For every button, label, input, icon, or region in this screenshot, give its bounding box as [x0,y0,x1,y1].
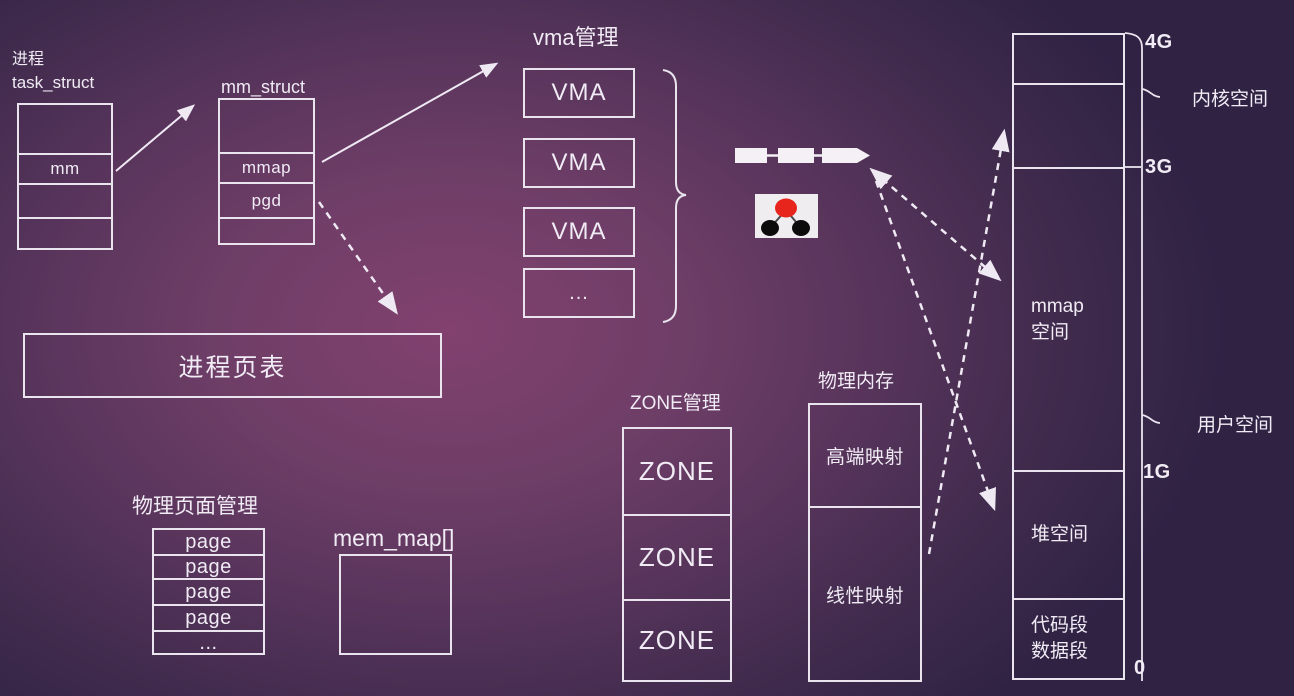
vma-box: VMA [523,207,635,257]
label-0: 0 [1134,657,1146,679]
zone-row: ZONE [624,514,730,599]
label-4g: 4G [1145,31,1173,53]
physical-memory-box: 高端映射 线性映射 [808,403,922,682]
page-row: page [154,578,263,604]
mmap-space-section: mmap 空间 [1014,167,1123,470]
page-row: page [185,531,232,553]
mm-struct-label: mm_struct [221,77,306,97]
kernel-top-section [1014,35,1123,83]
address-space-column: mmap 空间 堆空间 代码段 数据段 [1012,33,1125,680]
zone-row: ZONE [624,599,730,680]
physical-memory-title: 物理内存 [818,371,895,392]
vma-bracket [662,69,687,323]
linear-mapping-section: 线性映射 [810,506,920,680]
vma-box: VMA [523,138,635,188]
user-brace [1141,414,1161,424]
label-3g: 3G [1145,156,1173,178]
mm-struct-box: mmap pgd [218,98,315,245]
task-struct-label: task_struct [12,73,95,92]
physical-pages-title: 物理页面管理 [132,495,258,518]
task-struct-row [19,105,111,153]
code-data-section: 代码段 数据段 [1014,598,1123,678]
page-row: page [154,604,263,630]
heap-section: 堆空间 [1014,470,1123,598]
task-struct-box: mm [17,103,113,250]
mm-struct-row [220,217,313,243]
pgd-to-pagetable-arrow [317,201,398,315]
mem-map-label: mem_map[] [333,525,455,551]
red-black-tree-icon [755,194,818,238]
zone-row: ZONE [638,456,716,486]
vma-to-heap-arrow [874,180,996,512]
page-ellipsis-row: ... [154,630,263,653]
process-caption: 进程 [12,51,45,68]
linked-list-icon [735,148,870,163]
vma-ellipsis-box: ... [523,268,635,318]
mm-struct-mmap-row: mmap [220,152,313,182]
linear-to-kernel-arrow [927,128,1010,555]
kernel-space-label: 内核空间 [1192,89,1269,110]
vma-box: VMA [523,68,635,118]
zone-title: ZONE管理 [630,393,721,414]
mm-struct-pgd-row: pgd [220,182,313,217]
page-row: page [154,554,263,578]
mem-map-box [339,554,452,655]
page-table-box: 进程页表 [23,333,442,398]
task-struct-row [19,183,111,217]
mm-struct-row [220,100,313,152]
label-1g: 1G [1143,461,1171,483]
task-struct-row [19,217,111,248]
kernel-brace [1141,88,1161,98]
kernel-section [1014,83,1123,167]
task-struct-mm-row: mm [19,153,111,183]
mm-to-mmstruct-arrow [115,104,196,172]
page-stack: page page page page ... [152,528,265,655]
vma-to-mmap-space-arrow [869,167,1002,282]
user-space-label: 用户空间 [1197,415,1274,436]
zone-stack: ZONE ZONE ZONE [622,427,732,682]
high-mapping-section: 高端映射 [825,447,904,468]
mmap-to-vma-arrow [321,62,499,163]
vma-title: vma管理 [533,25,619,50]
memory-axis [1124,32,1161,681]
